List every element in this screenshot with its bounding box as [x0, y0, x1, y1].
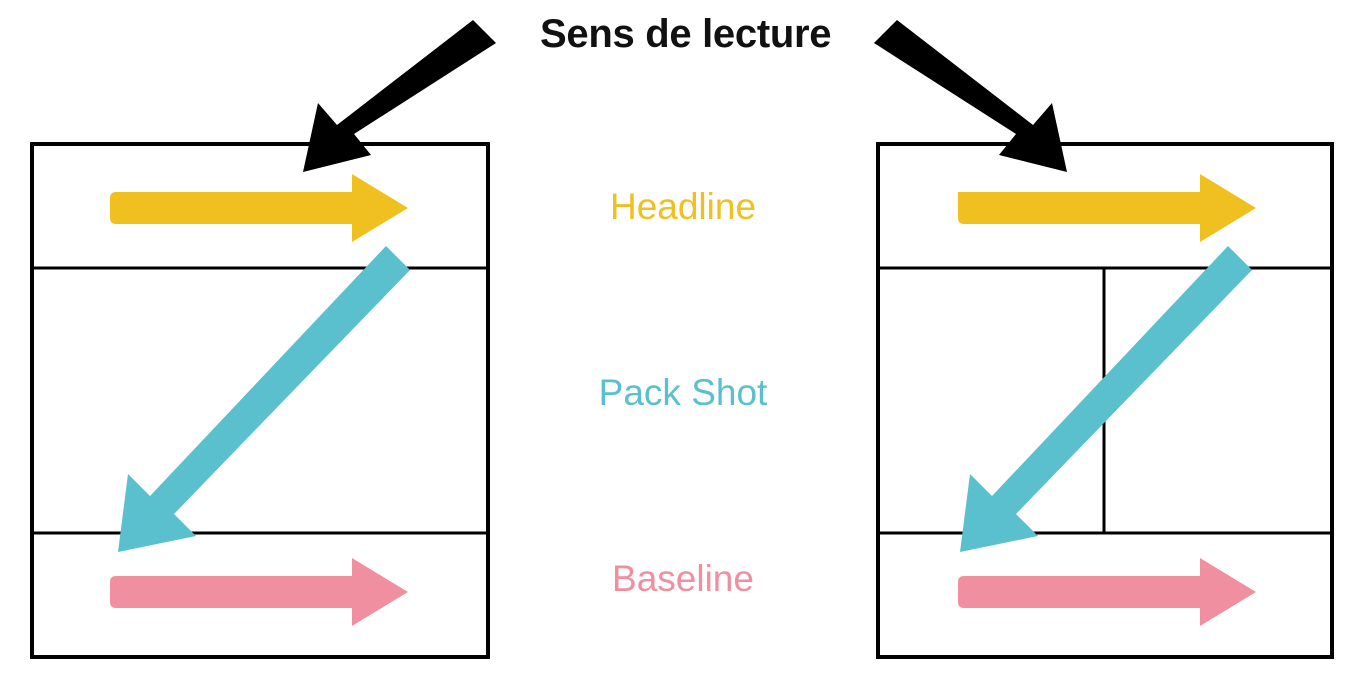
right-baseline-arrow-pink [958, 558, 1256, 626]
zone-label-headline: Headline [609, 186, 757, 227]
right-entry-arrow-black [874, 20, 1067, 172]
page-title: Sens de lecture [540, 12, 832, 56]
zone-label-baseline: Baseline [612, 558, 754, 599]
right-frame-outline [876, 142, 1334, 659]
right-packshot-arrow-blue [960, 246, 1252, 552]
left-baseline-arrow-pink [110, 558, 408, 626]
left-headline-arrow-yellow [110, 174, 408, 242]
zone-label-pack-shot: Pack Shot [598, 372, 768, 413]
right-headline-arrow-yellow [958, 174, 1256, 242]
right-layout-frame [876, 142, 1334, 659]
left-entry-arrow-black [303, 20, 496, 172]
left-packshot-arrow-blue [118, 246, 410, 552]
